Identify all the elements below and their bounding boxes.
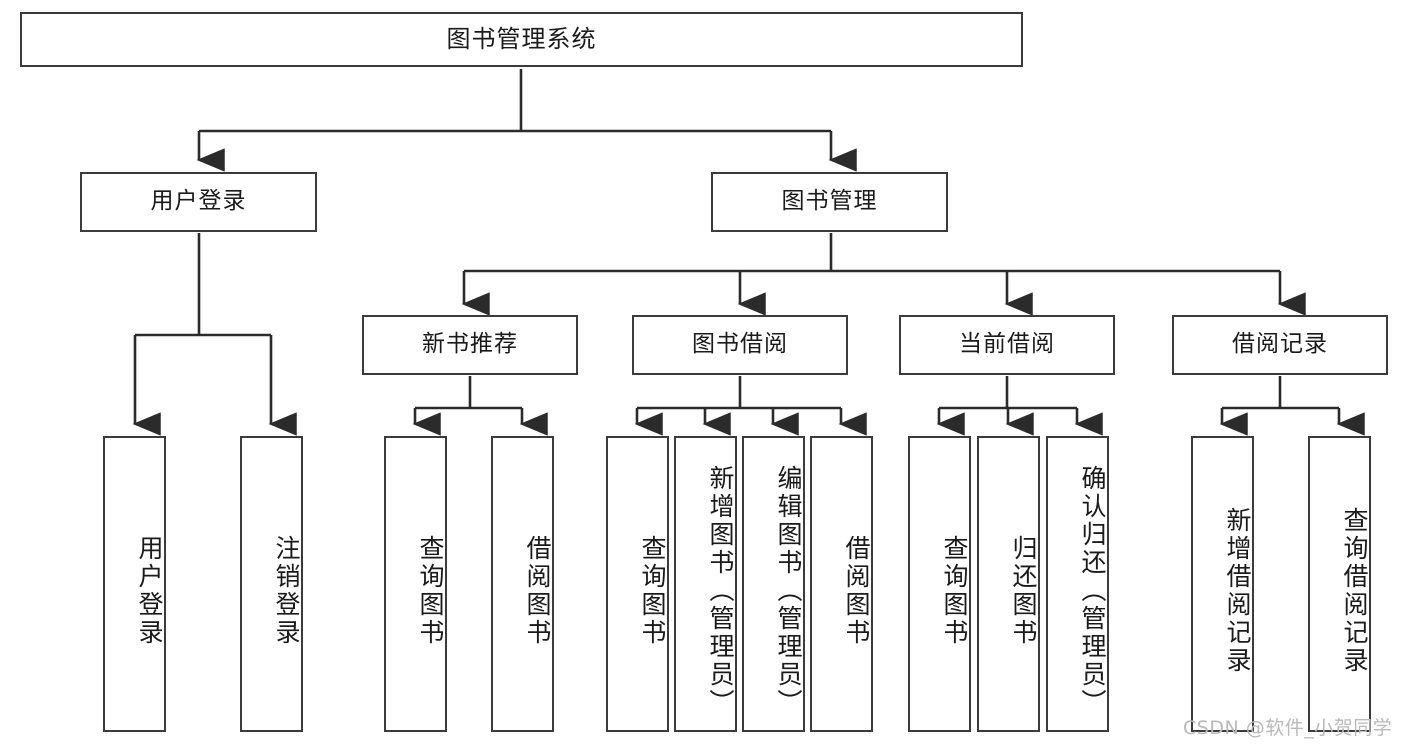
node-book-borrowing[interactable]: 图书借阅 [632,315,848,375]
leaf-edit-book-admin[interactable]: 编辑图书（管理员） [742,436,805,732]
leaf-query-books-borrow[interactable]: 查询图书 [606,436,669,732]
leaf-add-borrow-record[interactable]: 新增借阅记录 [1191,436,1254,732]
node-label: 新书推荐 [422,331,518,358]
leaf-borrow-books-recommend[interactable]: 借阅图书 [491,436,554,732]
node-user-login[interactable]: 用户登录 [80,172,317,232]
node-label: 借阅图书 [523,535,552,647]
watermark: CSDN @软件_小贺同学 [1183,717,1393,739]
node-label: 编辑图书（管理员） [774,465,803,717]
node-borrowing-record[interactable]: 借阅记录 [1172,315,1388,375]
node-label: 图书借阅 [692,331,788,358]
leaf-query-borrow-record[interactable]: 查询借阅记录 [1308,436,1371,732]
leaf-query-books-recommend[interactable]: 查询图书 [384,436,447,732]
node-new-book-recommendation[interactable]: 新书推荐 [362,315,578,375]
leaf-confirm-return-admin[interactable]: 确认归还（管理员） [1046,436,1109,732]
node-root-book-management-system[interactable]: 图书管理系统 [20,12,1023,67]
leaf-query-books-current[interactable]: 查询图书 [908,436,971,732]
node-label: 新增借阅记录 [1223,507,1252,675]
node-label: 图书管理系统 [446,25,597,54]
node-label: 新增图书（管理员） [706,465,735,717]
node-label: 查询图书 [940,535,969,647]
node-current-borrowing[interactable]: 当前借阅 [899,315,1115,375]
leaf-borrow-books[interactable]: 借阅图书 [810,436,873,732]
node-label: 查询图书 [416,535,445,647]
node-label: 用户登录 [135,535,164,647]
node-label: 查询借阅记录 [1340,507,1369,675]
node-label: 注销登录 [272,535,301,647]
leaf-add-book-admin[interactable]: 新增图书（管理员） [674,436,737,732]
node-label: 确认归还（管理员） [1078,465,1107,717]
node-label: 借阅记录 [1232,331,1328,358]
leaf-logout[interactable]: 注销登录 [240,436,303,732]
node-label: 用户登录 [150,188,247,215]
node-label: 借阅图书 [842,535,871,647]
node-label: 图书管理 [781,188,878,215]
node-label: 归还图书 [1009,535,1038,647]
node-label: 当前借阅 [959,331,1055,358]
node-book-management[interactable]: 图书管理 [711,172,948,232]
leaf-return-books[interactable]: 归还图书 [977,436,1040,732]
node-label: 查询图书 [638,535,667,647]
leaf-user-login[interactable]: 用户登录 [103,436,166,732]
